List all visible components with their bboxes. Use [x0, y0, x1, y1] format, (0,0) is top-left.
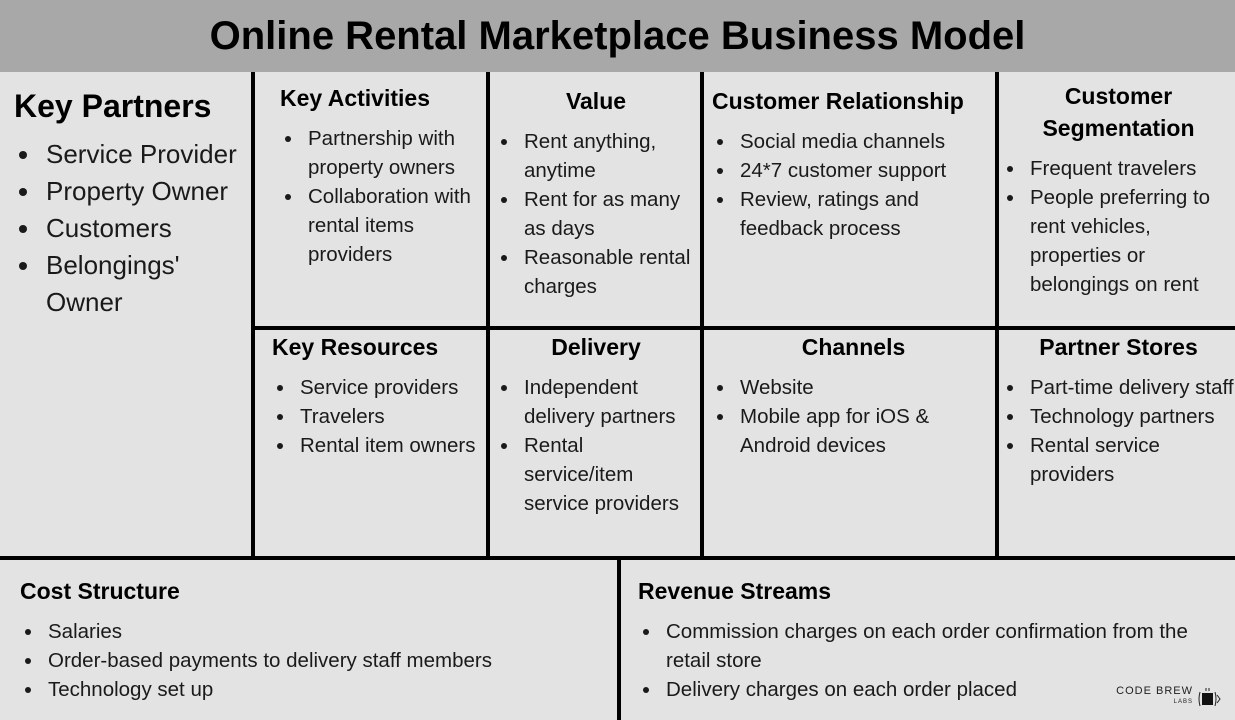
- section-heading: Partner Stores: [1039, 334, 1198, 360]
- list-item: Order-based payments to delivery staff m…: [44, 646, 615, 675]
- list-item: Belongings' Owner: [42, 247, 250, 321]
- page-title: Online Rental Marketplace Business Model: [0, 0, 1235, 72]
- divider: [251, 326, 1235, 330]
- bullet-list: Frequent travelersPeople preferring to r…: [1002, 154, 1235, 299]
- list-item: Social media channels: [736, 127, 995, 156]
- section-heading: Value: [565, 88, 627, 114]
- list-item: Collaboration with rental items provider…: [304, 182, 485, 269]
- list-item: Technology set up: [44, 675, 615, 704]
- bullet-list: SalariesOrder-based payments to delivery…: [20, 617, 615, 704]
- cost-structure: Cost StructureSalariesOrder-based paymen…: [20, 575, 615, 704]
- channels: ChannelsWebsiteMobile app for iOS & Andr…: [712, 331, 995, 460]
- logo-sub: LABS: [1173, 699, 1193, 705]
- value: ValueRent anything, anytimeRent for as m…: [496, 85, 696, 301]
- list-item: Review, ratings and feedback process: [736, 185, 995, 243]
- list-item: Commission charges on each order confirm…: [662, 617, 1208, 675]
- revenue-streams: Revenue StreamsCommission charges on eac…: [638, 575, 1208, 704]
- list-item: Frequent travelers: [1026, 154, 1235, 183]
- divider: [486, 72, 490, 560]
- section-heading: Key Resources: [272, 334, 439, 360]
- bullet-list: Rent anything, anytimeRent for as many a…: [496, 127, 696, 301]
- key-resources: Key ResourcesService providersTravelersR…: [272, 331, 486, 460]
- list-item: Rental service/item service providers: [520, 431, 696, 518]
- list-item: 24*7 customer support: [736, 156, 995, 185]
- logo-name: CODE BREW: [1116, 685, 1193, 697]
- list-item: Service Provider: [42, 136, 250, 173]
- list-item: Travelers: [296, 402, 486, 431]
- list-item: Reasonable rental charges: [520, 243, 696, 301]
- list-item: Mobile app for iOS & Android devices: [736, 402, 995, 460]
- coffee-cup-icon: [1198, 688, 1221, 707]
- key-partners: Key PartnersService ProviderProperty Own…: [14, 86, 250, 321]
- partner-stores: Partner StoresPart-time delivery staffTe…: [1002, 331, 1235, 489]
- list-item: Technology partners: [1026, 402, 1235, 431]
- bullet-list: Part-time delivery staffTechnology partn…: [1002, 373, 1235, 489]
- list-item: Rental service providers: [1026, 431, 1235, 489]
- delivery: DeliveryIndependent delivery partnersRen…: [496, 331, 696, 518]
- list-item: Website: [736, 373, 995, 402]
- section-heading: Revenue Streams: [638, 578, 832, 604]
- list-item: Rent for as many as days: [520, 185, 696, 243]
- section-heading: Cost Structure: [20, 578, 180, 604]
- divider: [995, 72, 999, 560]
- section-heading: Key Partners: [14, 88, 212, 124]
- list-item: Part-time delivery staff: [1026, 373, 1235, 402]
- customer-segmentation: Customer SegmentationFrequent travelersP…: [1002, 80, 1235, 299]
- list-item: Independent delivery partners: [520, 373, 696, 431]
- bullet-list: Service providersTravelersRental item ow…: [272, 373, 486, 460]
- list-item: Salaries: [44, 617, 615, 646]
- list-item: People preferring to rent vehicles, prop…: [1026, 183, 1235, 299]
- customer-relationship: Customer RelationshipSocial media channe…: [712, 85, 995, 243]
- list-item: Rent anything, anytime: [520, 127, 696, 185]
- key-activities: Key ActivitiesPartnership with property …: [280, 82, 485, 269]
- section-heading: Channels: [801, 334, 906, 360]
- divider: [700, 72, 704, 560]
- list-item: Customers: [42, 210, 250, 247]
- divider: [251, 72, 255, 560]
- bullet-list: Partnership with property ownersCollabor…: [280, 124, 485, 269]
- section-heading: Delivery: [551, 334, 641, 360]
- list-item: Rental item owners: [296, 431, 486, 460]
- bullet-list: WebsiteMobile app for iOS & Android devi…: [712, 373, 995, 460]
- bullet-list: Independent delivery partnersRental serv…: [496, 373, 696, 518]
- section-heading: Key Activities: [280, 85, 430, 111]
- list-item: Delivery charges on each order placed: [662, 675, 1208, 704]
- section-heading: Customer Segmentation: [1042, 83, 1195, 141]
- bullet-list: Service ProviderProperty OwnerCustomersB…: [14, 136, 250, 321]
- divider: [617, 558, 621, 720]
- list-item: Service providers: [296, 373, 486, 402]
- bullet-list: Commission charges on each order confirm…: [638, 617, 1208, 704]
- bullet-list: Social media channels24*7 customer suppo…: [712, 127, 995, 243]
- list-item: Property Owner: [42, 173, 250, 210]
- section-heading: Customer Relationship: [712, 88, 964, 114]
- code-brew-logo: CODE BREW LABS: [1116, 686, 1221, 708]
- list-item: Partnership with property owners: [304, 124, 485, 182]
